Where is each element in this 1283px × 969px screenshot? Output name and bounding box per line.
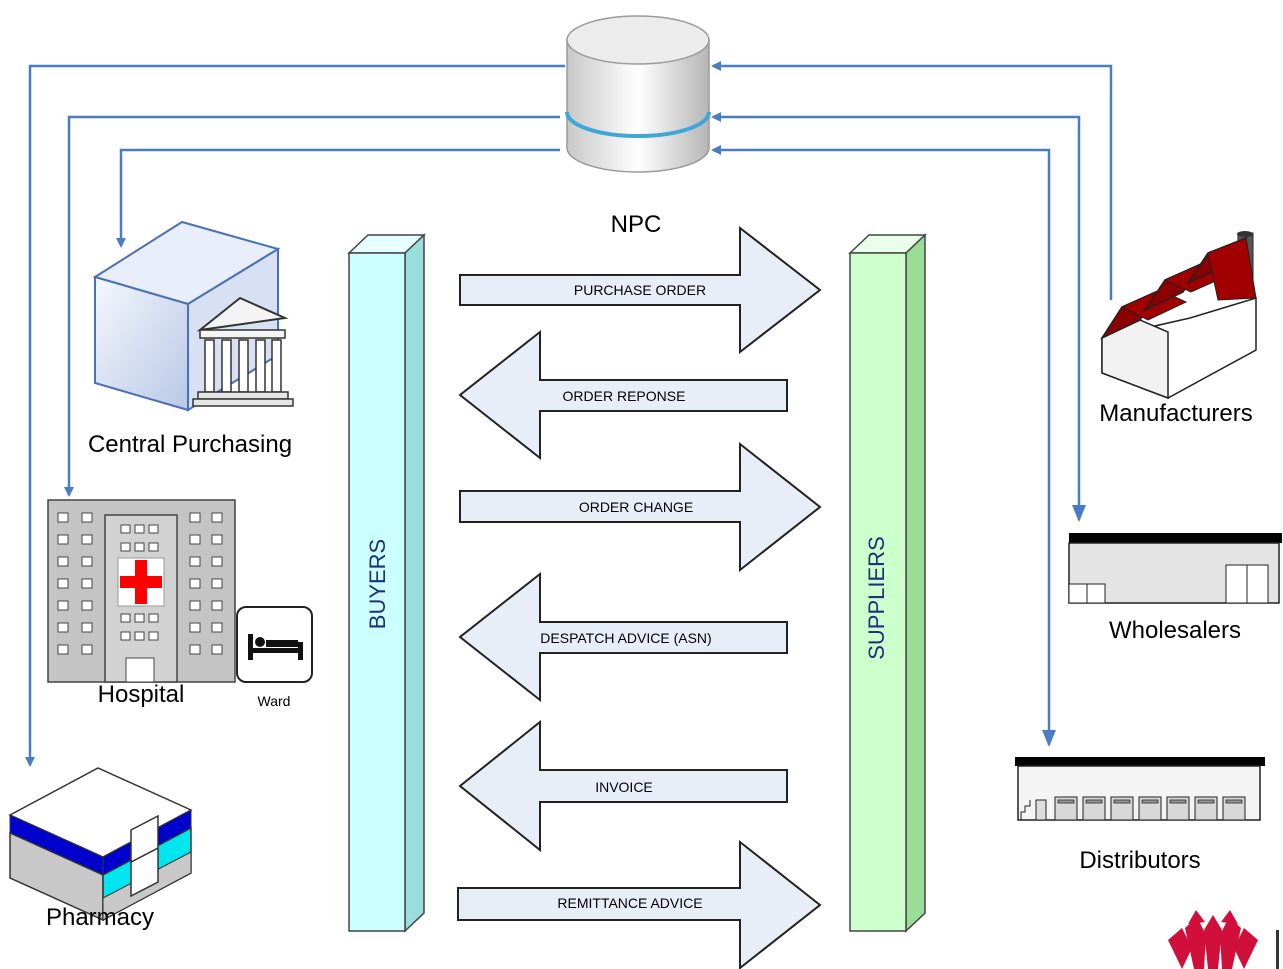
distributors-warehouse-icon [1015, 757, 1265, 821]
message-label-order-reponse: ORDER REPONSE [563, 388, 686, 404]
pharmacy-building-icon [8, 767, 193, 922]
hospital-building-icon [47, 499, 236, 683]
hospital-label: Hospital [98, 681, 185, 708]
connector-from-manufacturers [711, 61, 1113, 300]
npc-connectors [25, 61, 1113, 767]
connector-to-hospital [64, 115, 560, 497]
distributors-label: Distributors [1079, 847, 1200, 874]
message-label-despatch-advice: DESPATCH ADVICE (ASN) [540, 630, 711, 646]
suppliers-column [848, 233, 927, 933]
npc-database-icon [565, 15, 711, 173]
suppliers-column-label: SUPPLIERS [864, 536, 889, 660]
manufacturers-factory-icon [1099, 231, 1257, 400]
message-label-remittance-advice: REMITTANCE ADVICE [557, 895, 702, 911]
connector-from-distributors [711, 145, 1051, 745]
pharmacy-label: Pharmacy [46, 904, 154, 931]
connector-to-central-purchasing [116, 148, 560, 248]
waratah-logo-icon [1168, 910, 1279, 969]
wholesalers-warehouse-icon [1068, 533, 1282, 604]
arrowhead-wholesalers [1072, 505, 1086, 522]
connector-to-pharmacy [25, 64, 565, 767]
message-label-order-change: ORDER CHANGE [579, 499, 693, 515]
arrow-purchase-order [459, 225, 822, 355]
ward-label: Ward [258, 693, 291, 709]
wholesalers-label: Wholesalers [1109, 617, 1241, 644]
connector-from-wholesalers [711, 112, 1081, 520]
arrowhead-distributors [1042, 730, 1056, 747]
arrow-invoice [458, 719, 788, 853]
arrow-order-reponse [458, 329, 788, 461]
central-purchasing-building-icon [92, 220, 294, 412]
buyers-column [347, 233, 426, 933]
connector-heads [1042, 505, 1086, 747]
central-purchasing-label: Central Purchasing [88, 431, 292, 458]
arrow-remittance-advice [457, 839, 822, 969]
message-label-purchase-order: PURCHASE ORDER [574, 282, 706, 298]
ward-bed-icon [236, 606, 313, 683]
message-label-invoice: INVOICE [595, 779, 653, 795]
npc-label: NPC [611, 211, 662, 238]
buyers-column-label: BUYERS [365, 539, 390, 629]
message-arrows [457, 225, 822, 969]
arrow-despatch-advice [458, 571, 788, 703]
arrow-order-change [459, 441, 822, 573]
manufacturers-label: Manufacturers [1099, 400, 1252, 427]
